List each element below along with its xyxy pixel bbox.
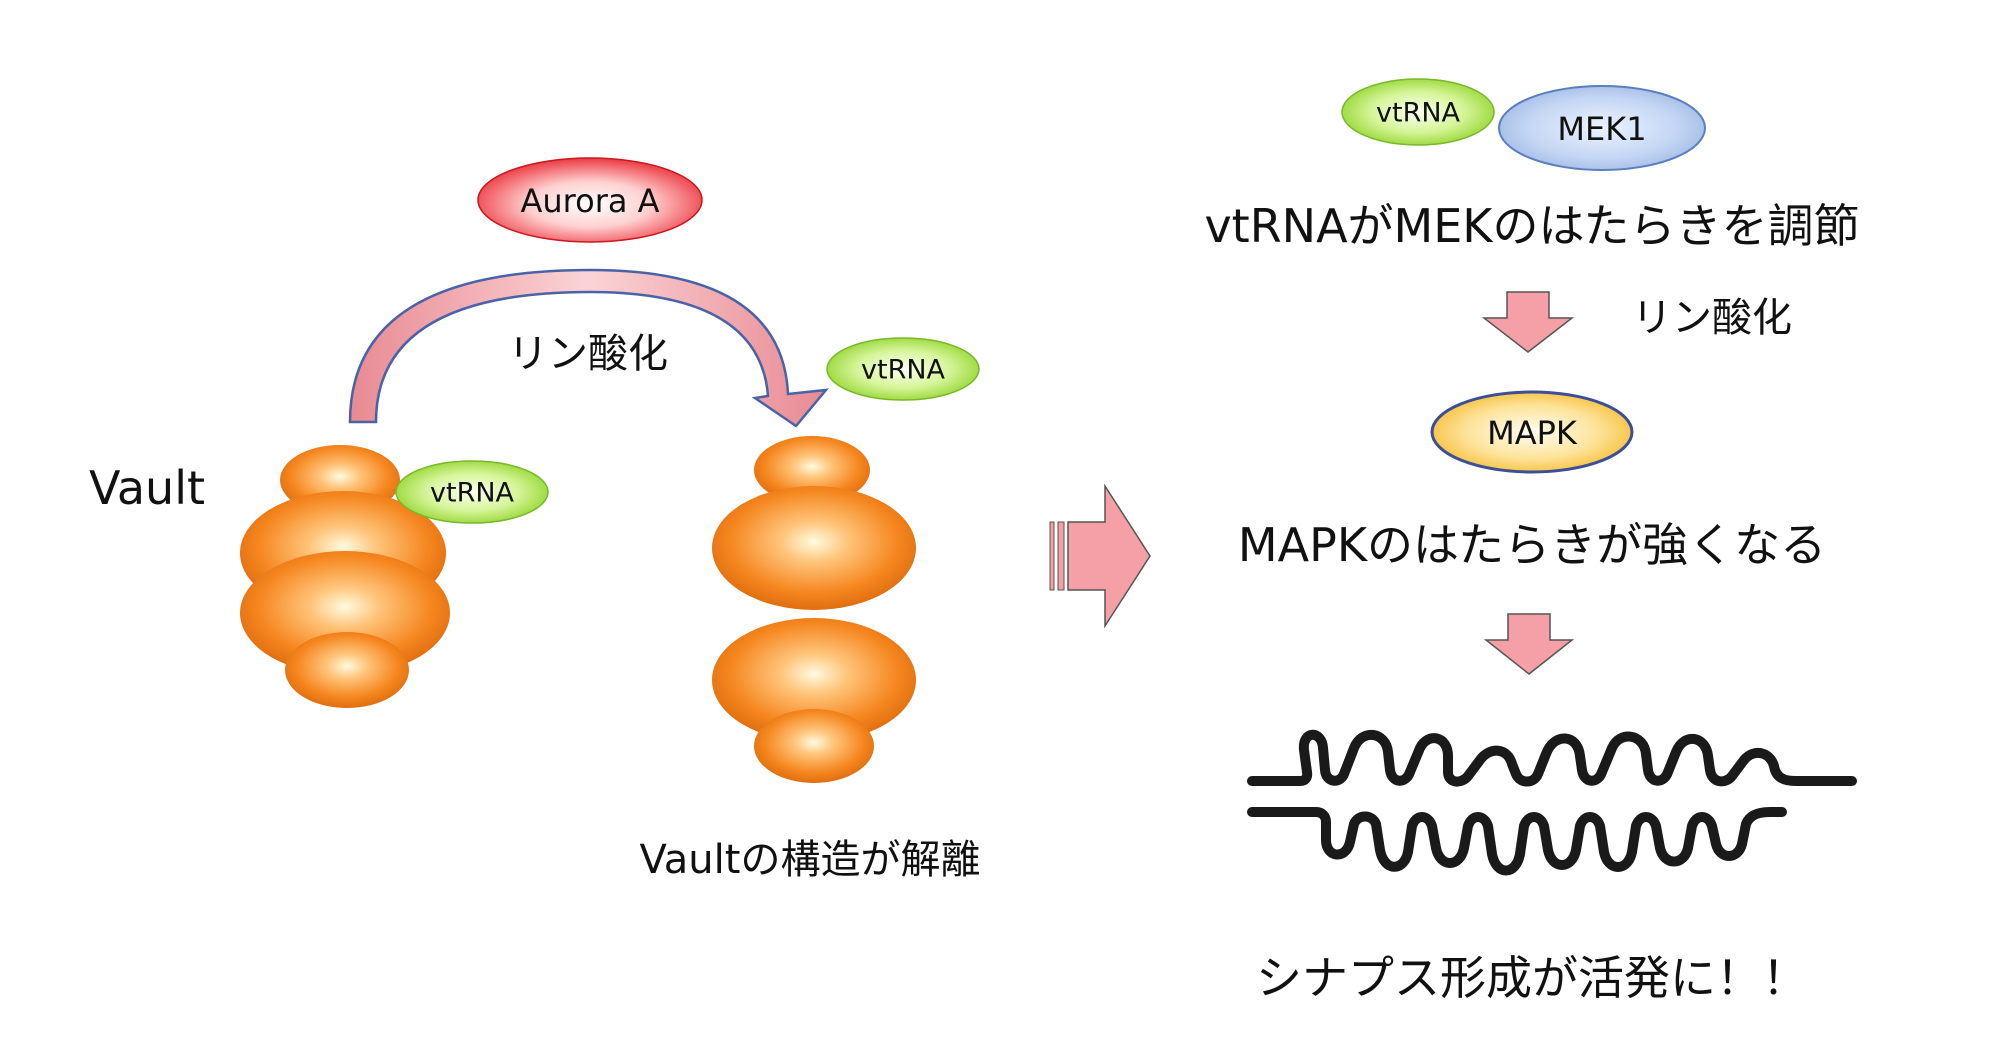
vtrna-attached-label: vtRNA (430, 477, 514, 509)
vault-dissociated-cap-top (754, 436, 870, 504)
mek1-label: MEK1 (1557, 110, 1647, 148)
vault-intact-body-lower (240, 551, 450, 675)
center-transition-arrow (1049, 483, 1151, 629)
aurora-a-blob (477, 157, 703, 243)
mapk-label: MAPK (1487, 414, 1577, 452)
vault-intact-cap-bottom (285, 632, 409, 708)
vault-label: Vault (88, 461, 206, 515)
mapk-blob (1430, 390, 1634, 474)
center-arrow-body (1067, 483, 1151, 629)
vault-intact (240, 445, 450, 708)
mek1-blob (1498, 85, 1706, 171)
vault-dissociated-body-bottom (712, 618, 916, 742)
regulation-text: vtRNAがMEKのはたらきを調節 (1204, 199, 1860, 253)
synapse-illustration (1247, 729, 1857, 876)
synapse-text: シナプス形成が活発に！！ (1256, 951, 1808, 1005)
down-arrow-1 (1481, 291, 1575, 353)
phosphorylation-arc-arrow (348, 268, 829, 428)
vtrna-mek-blob (1341, 78, 1495, 146)
vault-dissociated (712, 436, 916, 783)
down-arrow-2 (1483, 613, 1575, 675)
vtrna-released-blob (826, 337, 980, 401)
vault-dissociated-cap-bottom (754, 709, 874, 783)
synapse-upper-membrane (1247, 729, 1857, 787)
vtrna-mek-label: vtRNA (1376, 97, 1460, 129)
phosphorylation-label-right: リン酸化 (1632, 295, 1792, 341)
mapk-text: MAPKのはたらきが強くなる (1237, 518, 1827, 572)
vtrna-released-label: vtRNA (861, 354, 945, 386)
aurora-a-label: Aurora A (520, 182, 660, 220)
vault-dissociated-body-top (712, 486, 916, 610)
vtrna-attached-blob (395, 460, 549, 524)
phosphorylation-label-left: リン酸化 (508, 331, 668, 377)
synapse-lower-membrane (1247, 807, 1787, 876)
center-arrow-stripe-1 (1049, 521, 1055, 591)
center-arrow-stripe-2 (1057, 521, 1065, 591)
dissociation-caption: Vaultの構造が解離 (639, 837, 981, 883)
